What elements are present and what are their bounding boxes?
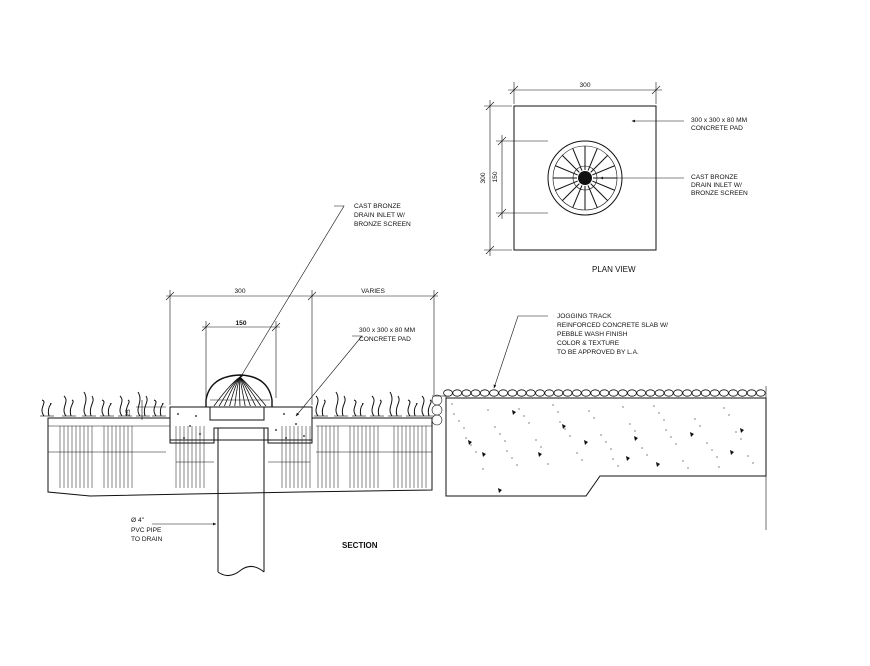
plan-dim-inner: 150: [492, 135, 548, 219]
plan-dim-width-label: 300: [579, 82, 590, 89]
section-note-pipe: Ø 4" PVC PIPE TO DRAIN: [131, 517, 163, 543]
soil-base: [47, 417, 433, 497]
section-dim-top: 300 VARIES: [165, 288, 439, 405]
section-view: 300 VARIES 150 25 CAST BRONZE DRAIN INLE: [40, 203, 767, 576]
section-dim-small-label: 25: [125, 409, 132, 417]
section-dome-drain: [204, 374, 274, 408]
section-dim-pad-label: 300: [234, 288, 245, 295]
jogging-track-slab: [431, 386, 767, 530]
plan-view-title: PLAN VIEW: [592, 265, 636, 274]
section-note-drain: CAST BRONZE DRAIN INLET W/ BRONZE SCREEN: [354, 203, 411, 228]
plan-dim-height: 300: [480, 100, 512, 256]
section-dim-small: 25: [125, 400, 166, 420]
section-concrete-pad: [169, 406, 313, 444]
section-note-track: JOGGING TRACK REINFORCED CONCRETE SLAB W…: [557, 313, 670, 356]
section-note-pad: 300 x 300 x 80 MM CONCRETE PAD: [359, 327, 417, 343]
section-title: SECTION: [342, 541, 378, 550]
section-dim-inlet: 150: [201, 320, 281, 398]
plan-dim-width: 300: [508, 82, 662, 104]
grass-tufts: [40, 391, 434, 417]
plan-note-drain: CAST BRONZE DRAIN INLET W/ BRONZE SCREEN: [691, 174, 748, 197]
section-dim-varies-label: VARIES: [361, 288, 385, 295]
plan-dim-height-label: 300: [480, 172, 487, 183]
plan-dim-inner-label: 150: [492, 171, 499, 182]
pvc-pipe: [217, 428, 265, 576]
section-dim-inlet-label: 150: [235, 320, 246, 327]
plan-drain-grate: [547, 140, 623, 216]
plan-note-pad: 300 x 300 x 80 MM CONCRETE PAD: [691, 117, 749, 132]
plan-view: 300 300 150 300 x 300 x 80 MM CONCRETE P…: [480, 82, 749, 274]
